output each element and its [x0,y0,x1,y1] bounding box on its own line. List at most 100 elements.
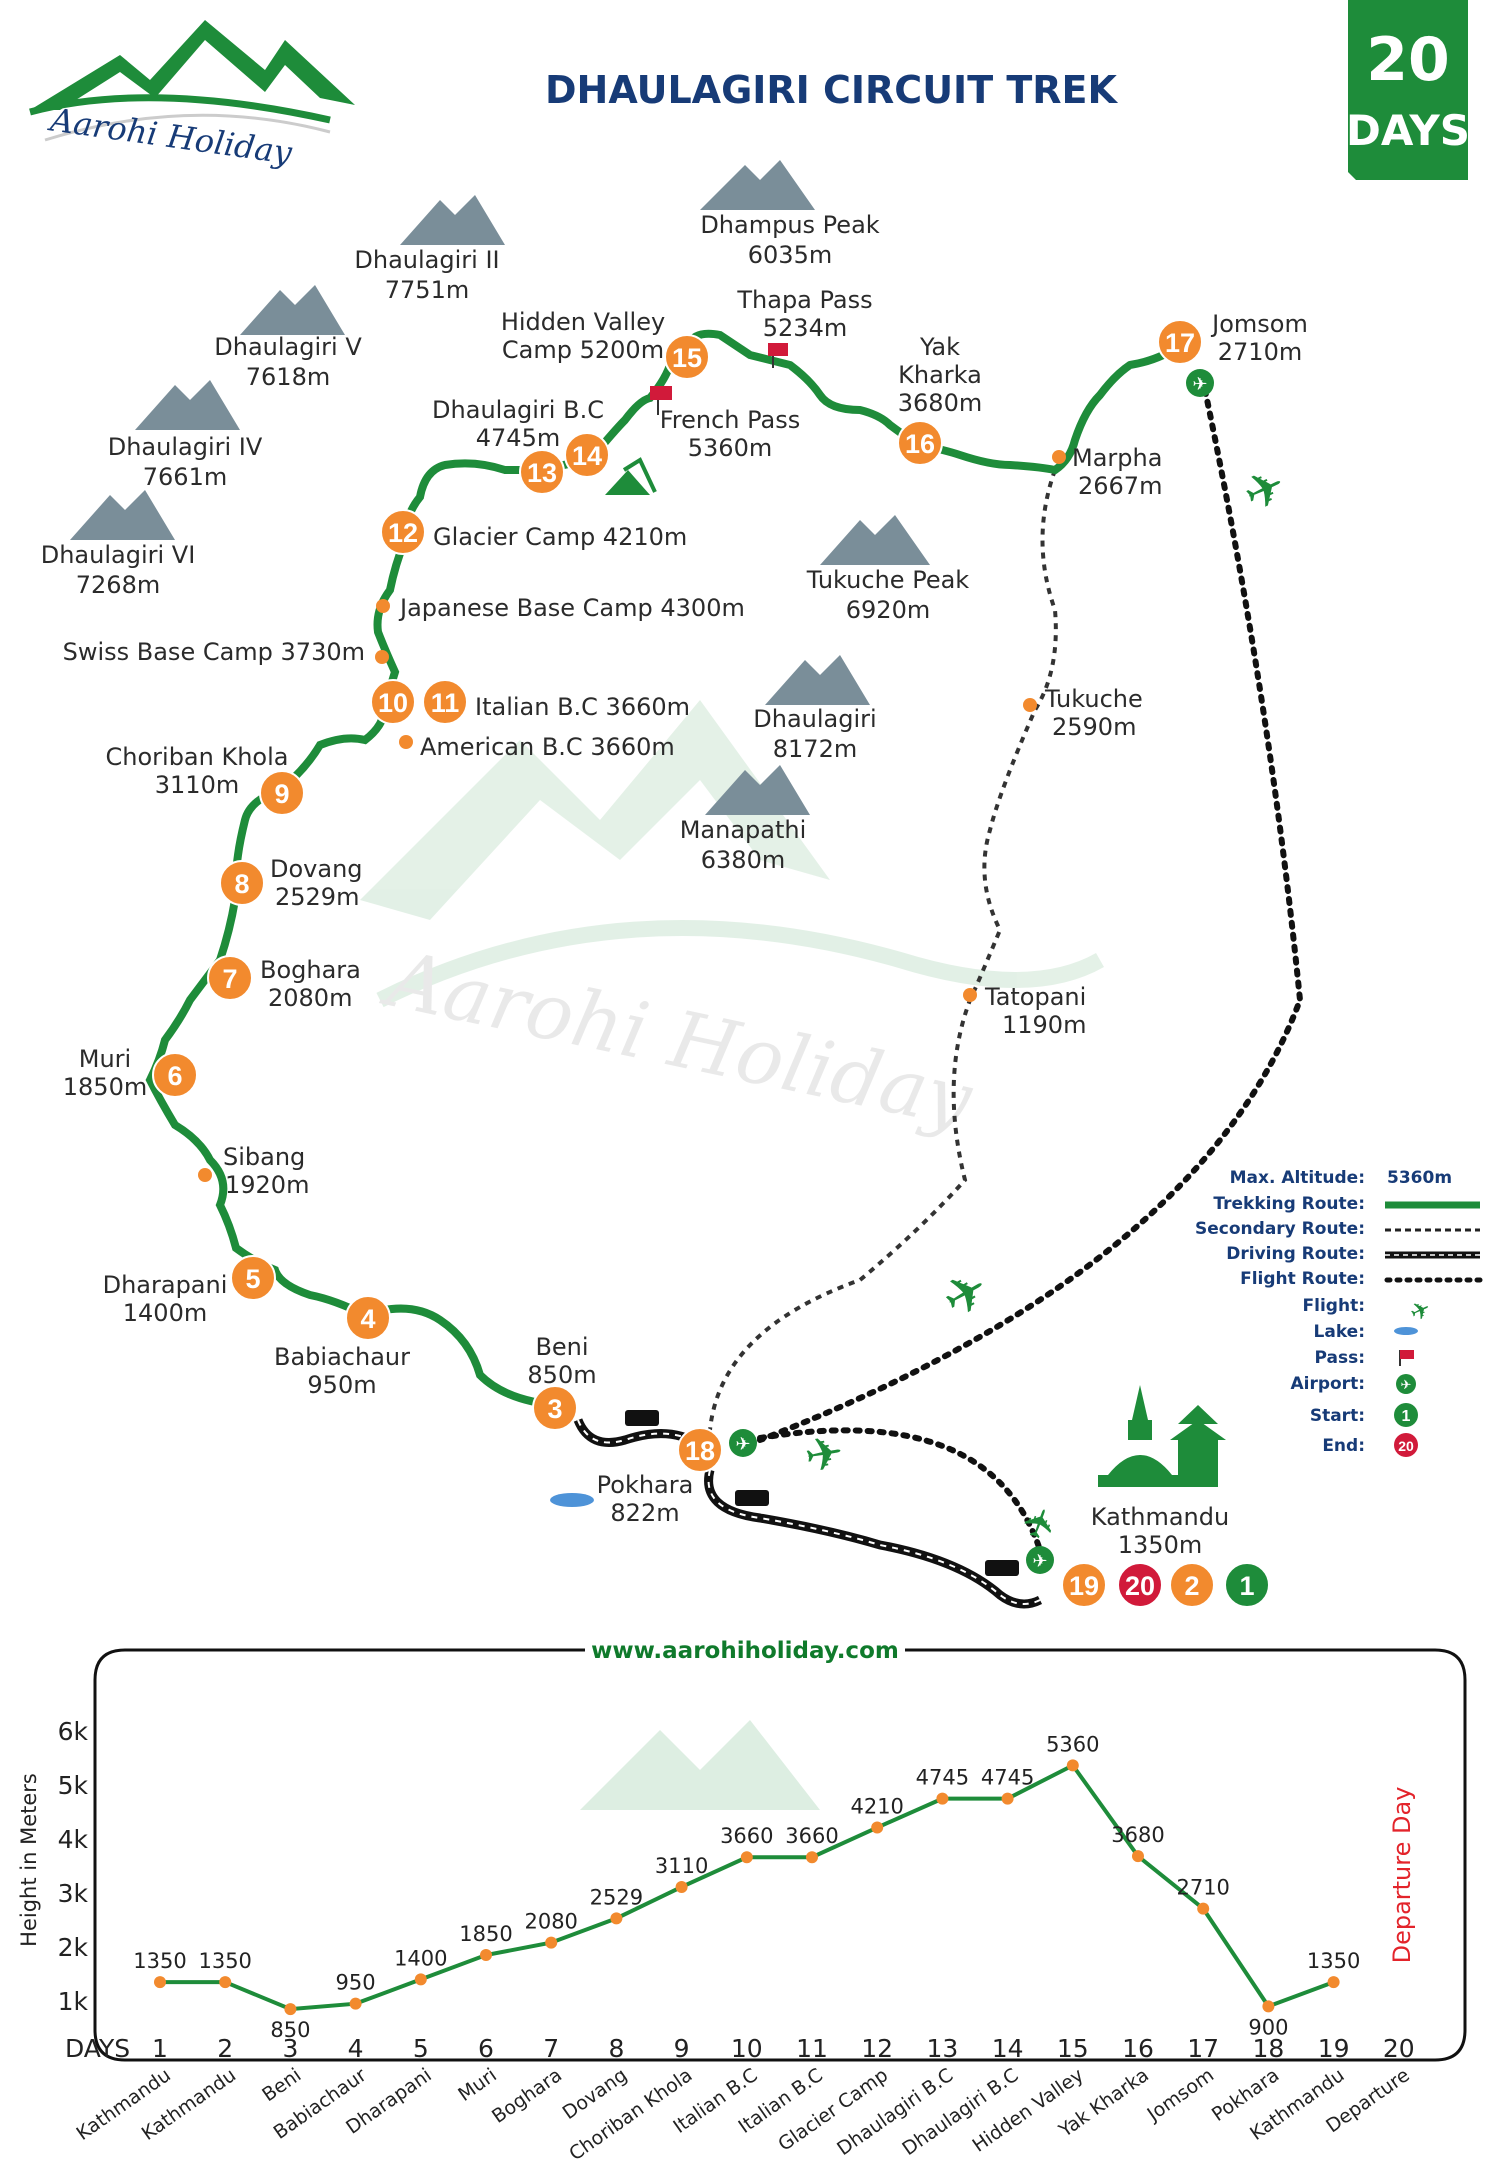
elevation-point [610,1912,623,1925]
peak-alt: 6035m [748,241,832,269]
place-label: Pokhara [597,1471,694,1499]
svg-text:✈: ✈ [932,1258,1000,1332]
x-tick-label: 14 [992,2034,1024,2063]
day-marker-number: 7 [222,964,237,994]
elevation-value-label: 900 [1248,2015,1288,2039]
legend-label: Lake: [1314,1322,1365,1342]
y-tick-label: 4k [58,1825,89,1854]
x-tick-label: 4 [348,2034,364,2063]
day-marker-5: 5 [230,1255,276,1301]
x-tick-label: 19 [1318,2034,1350,2063]
place-label: 1850m [63,1073,147,1101]
elevation-point [1132,1850,1144,1863]
elevation-value-label: 2080 [524,1910,577,1934]
x-tick-label: 5 [413,2034,429,2063]
x-tick-label: 12 [861,2034,893,2063]
place-label: 2667m [1078,472,1162,500]
elevation-point [414,1973,427,1986]
day-marker-11: 11 [422,679,468,725]
day-marker-number: 17 [1165,328,1195,358]
chart-y-axis-label: Height in Meters [17,1773,41,1947]
flight-route [757,1427,1043,1553]
elevation-point [871,1821,884,1834]
place-label: Tatopani [984,983,1086,1011]
kathmandu-stupa-icon [1098,1385,1226,1487]
elevation-point [545,1936,558,1949]
legend-lake-icon [1394,1327,1418,1335]
day-marker-7: 7 [207,955,253,1001]
day-marker-15: 15 [664,334,710,380]
logo-text: Aarohi Holiday [45,100,295,172]
elevation-value-label: 2710 [1176,1876,1229,1900]
legend-label: Start: [1310,1406,1365,1426]
secondary-route [708,469,1058,1431]
day-marker-16: 16 [897,420,943,466]
legend-pass-flag-icon [1399,1350,1414,1366]
elevation-value-label: 3660 [720,1824,773,1848]
day-marker-number: 12 [388,518,418,548]
place-label: Swiss Base Camp 3730m [63,638,365,666]
place-label: Boghara [260,956,361,984]
day-marker-number: 18 [685,1436,715,1466]
departure-day-label: Departure Day [1388,1787,1416,1964]
legend-plane-icon: ✈ [1405,1294,1435,1328]
legend-label: End: [1322,1436,1365,1456]
day-marker-number: 16 [905,429,935,459]
peak-name: Dhaulagiri VI [41,541,196,569]
day-marker-number: 3 [547,1394,562,1424]
elevation-value-label: 1400 [394,1946,447,1970]
elevation-point [284,2003,297,2016]
elevation-point [675,1880,688,1893]
peak-alt: 7618m [246,363,330,391]
elevation-value-label: 1850 [459,1922,512,1946]
legend-label: Airport: [1290,1374,1365,1394]
day-marker-4: 4 [345,1295,391,1341]
elevation-value-label: 850 [270,2018,310,2042]
x-tick-label: 16 [1122,2034,1154,2063]
x-day-name: Muri [454,2064,501,2106]
elevation-point [349,1997,362,2010]
x-tick-label: 18 [1252,2034,1284,2063]
peak-name: Dhampus Peak [700,211,879,239]
svg-text:Aarohi Holiday: Aarohi Holiday [375,934,980,1147]
day-marker-14: 14 [564,432,610,478]
day-marker-number: 10 [378,688,408,718]
days-badge: 20 DAYS [1346,0,1470,180]
place-label: French Pass [660,406,801,434]
svg-text:✈: ✈ [1013,1500,1068,1547]
place-label: Beni [535,1333,588,1361]
place-label: Dharapani [103,1271,228,1299]
legend-label: Trekking Route: [1213,1194,1365,1214]
place-label: 2529m [275,883,359,911]
peak-name: Tukuche Peak [806,566,969,594]
day-marker-9: 9 [259,770,305,816]
day-marker-number: 14 [572,441,602,471]
place-label: Italian B.C 3660m [475,693,690,721]
x-tick-label: 2 [217,2034,233,2063]
place-label: 1350m [1118,1531,1202,1559]
day-marker-number: 6 [167,1061,182,1091]
legend-max-altitude-value: 5360m [1387,1168,1452,1188]
place-label: Thapa Pass [736,286,872,314]
svg-text:✈: ✈ [1032,1551,1047,1572]
day-marker-number: 2 [1184,1571,1199,1601]
place-label: American B.C 3660m [420,733,675,761]
legend-label: Pass: [1314,1348,1365,1368]
place-label: 1920m [225,1171,309,1199]
place-label: Glacier Camp 4210m [433,523,687,551]
elevation-point [1197,1902,1210,1915]
elevation-point [480,1949,492,1962]
x-tick-label: 20 [1383,2034,1415,2063]
place-label: 950m [307,1371,376,1399]
place-label: Kathmandu [1091,1503,1229,1531]
place-label: Jomsom [1210,310,1308,338]
legend-label: Driving Route: [1226,1244,1365,1264]
elevation-value-label: 950 [336,1971,376,1995]
elevation-value-label: 3110 [655,1854,708,1878]
elevation-point [740,1851,753,1864]
page-title: DHAULAGIRI CIRCUIT TREK [545,68,1118,112]
elevation-point [936,1792,949,1805]
